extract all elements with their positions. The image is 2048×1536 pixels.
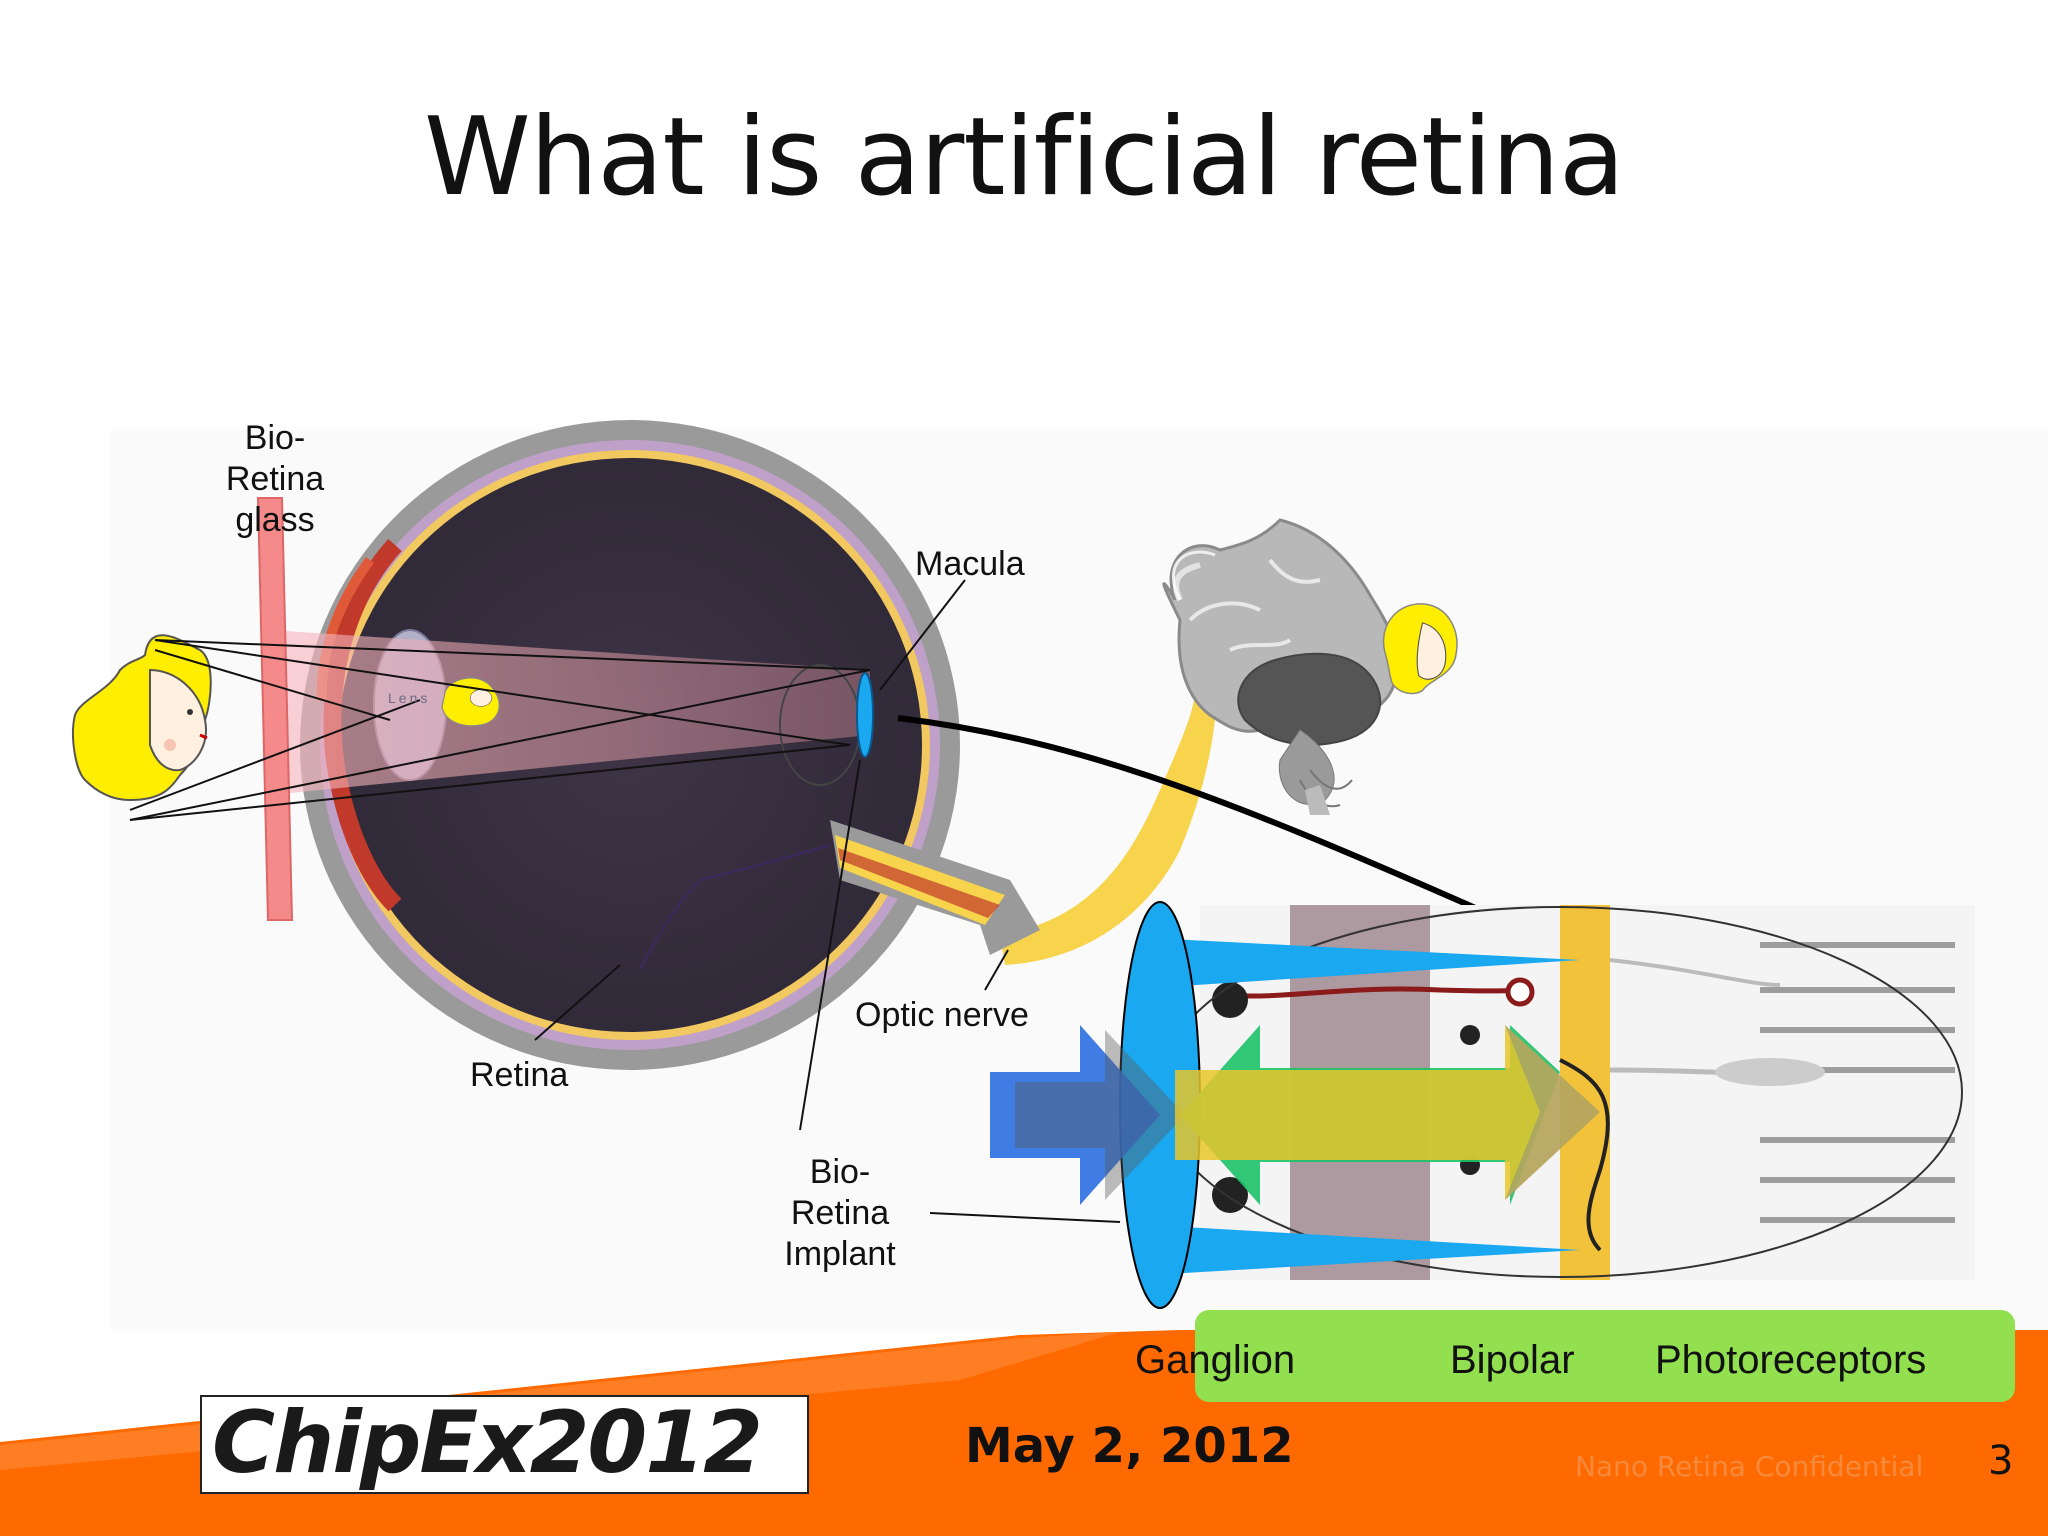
eyeball xyxy=(300,420,1040,1070)
label-bio-retina-glass-line1: Bio- xyxy=(244,419,306,457)
label-optic-nerve: Optic nerve xyxy=(855,996,1029,1034)
slide-title: What is artificial retina xyxy=(423,95,1625,220)
signal-arrows xyxy=(990,1025,1600,1205)
label-bio-retina-glass-line2: Retina xyxy=(225,460,325,498)
implant-zoom xyxy=(1119,901,1580,1309)
label-bipolar: Bipolar xyxy=(1450,1338,1575,1382)
label-ganglion: Ganglion xyxy=(1135,1338,1296,1382)
label-macula: Macula xyxy=(915,545,1025,583)
chipex-logo: ChipEx2012 xyxy=(200,1393,809,1494)
viewed-woman-face xyxy=(72,634,212,802)
label-photoreceptors: Photoreceptors xyxy=(1655,1338,1927,1382)
zoom-connector xyxy=(897,715,1482,913)
page-number: 3 xyxy=(1988,1438,2014,1484)
footer-date: May 2, 2012 xyxy=(965,1418,1294,1474)
implant-disc xyxy=(856,672,874,758)
label-lens: Lens xyxy=(388,690,431,706)
layer-label-band: Ganglion Bipolar Photoreceptors xyxy=(1135,1310,2015,1402)
footer-confidential: Nano Retina Confidential xyxy=(1575,1450,1924,1483)
label-bio-retina-implant-line3: Implant xyxy=(784,1235,896,1273)
label-bio-retina-glass-line3: glass xyxy=(235,501,315,539)
label-bio-retina-implant-line2: Retina xyxy=(790,1194,890,1232)
label-bio-retina-glass: Bio- Retina glass xyxy=(210,418,340,541)
perceived-image-face xyxy=(1382,603,1458,695)
chipex-logo-text: ChipEx2012 xyxy=(212,1393,763,1493)
light-rays xyxy=(129,639,871,821)
label-bio-retina-implant-line1: Bio- xyxy=(809,1153,871,1191)
light-beam xyxy=(270,630,870,795)
label-retina: Retina xyxy=(470,1056,569,1094)
label-bio-retina-implant: Bio- Retina Implant xyxy=(770,1152,910,1275)
brain-illustration xyxy=(1162,518,1398,815)
bio-retina-glass xyxy=(256,497,294,921)
pointer-lines xyxy=(534,579,1121,1223)
photoreceptor-rods xyxy=(1760,942,1955,1223)
